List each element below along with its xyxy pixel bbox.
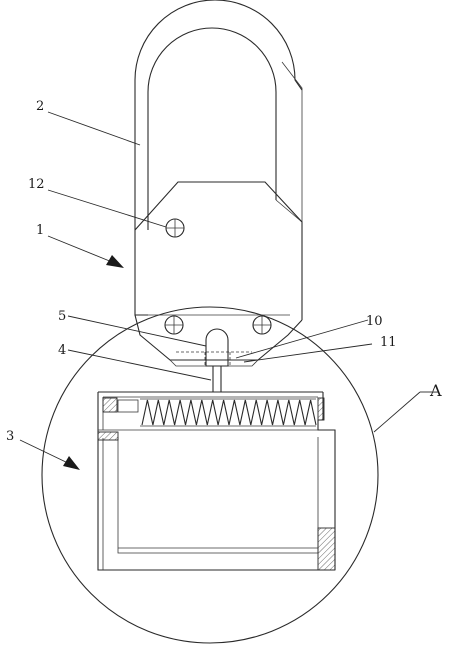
label-12: 12	[28, 177, 45, 192]
leader-11	[243, 343, 373, 363]
leader-12	[47, 189, 167, 228]
leader-a	[373, 391, 421, 433]
label-2: 2	[36, 99, 44, 114]
screw-left	[164, 315, 184, 335]
label-10: 10	[366, 314, 383, 329]
housing	[97, 391, 336, 571]
spring	[140, 398, 317, 427]
label-5: 5	[58, 309, 66, 324]
leader-4	[67, 349, 212, 381]
leader-10	[235, 319, 369, 359]
lock-body	[134, 181, 303, 367]
screw-top	[165, 218, 185, 238]
label-4: 4	[58, 343, 66, 358]
label-3: 3	[6, 429, 14, 444]
arrowhead-3	[63, 456, 80, 470]
leader-5	[67, 315, 207, 347]
leader-1	[47, 235, 113, 263]
label-a: A	[429, 381, 442, 400]
detail-circle-a	[41, 306, 379, 644]
label-11: 11	[380, 335, 397, 350]
shackle	[134, 0, 303, 230]
leader-2	[47, 111, 141, 146]
screw-right	[252, 315, 272, 335]
arrowhead-1	[106, 255, 124, 268]
leader-3	[19, 439, 71, 465]
latch-pin	[205, 328, 229, 392]
label-1: 1	[36, 223, 44, 238]
